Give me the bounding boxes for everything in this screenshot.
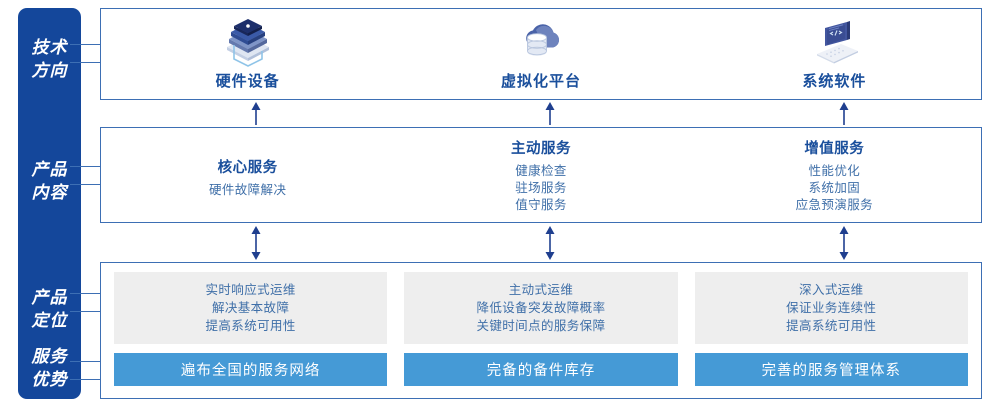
rail-label-line2: 方向 [31, 61, 68, 80]
connector-tech-bottom [70, 62, 102, 63]
rail-label-product-positioning: 产品 定位 [18, 286, 81, 332]
connector-position-bottom [70, 311, 102, 312]
positioning-line: 主动式运维 [508, 283, 574, 297]
arrow-up-system-software [839, 102, 849, 125]
advantage-bar-service-network[interactable]: 遍布全国的服务网络 [114, 353, 388, 386]
arrow-double-hardware [251, 226, 261, 260]
connector-advantage-bottom [70, 379, 102, 380]
server-stack-icon [226, 18, 269, 67]
content-item: 健康检查 [515, 163, 567, 178]
positioning-row: 实时响应式运维 解决基本故障 提高系统可用性 主动式运维 降低设备突发故障概率 … [114, 272, 968, 344]
rail-label-product-content: 产品 内容 [18, 158, 81, 204]
tech-caption-virtualization: 虚拟化平台 [500, 72, 581, 90]
connector-content-top [70, 166, 102, 167]
rail-label-line2: 优势 [31, 370, 68, 389]
advantage-bar-spare-parts[interactable]: 完备的备件库存 [404, 353, 678, 386]
arrow-double-system-software [839, 226, 849, 260]
positioning-line: 关键时间点的服务保障 [476, 319, 606, 333]
content-item: 硬件故障解决 [208, 182, 287, 197]
positioning-box-proactive[interactable]: 主动式运维 降低设备突发故障概率 关键时间点的服务保障 [404, 272, 678, 344]
content-item: 性能优化 [808, 163, 861, 178]
positioning-line: 实时响应式运维 [205, 283, 296, 297]
content-item: 驻场服务 [515, 180, 567, 195]
content-column-proactive-service[interactable]: 主动服务 健康检查 驻场服务 值守服务 [394, 128, 687, 222]
positioning-box-indepth[interactable]: 深入式运维 保证业务连续性 提高系统可用性 [694, 272, 968, 344]
rail-label-line1: 服务 [31, 347, 68, 366]
tech-caption-hardware: 硬件设备 [215, 72, 280, 90]
positioning-box-realtime[interactable]: 实时响应式运维 解决基本故障 提高系统可用性 [114, 272, 388, 344]
arrow-up-hardware [251, 102, 261, 125]
positioning-line: 深入式运维 [799, 283, 864, 297]
rail-label-line1: 产品 [31, 288, 68, 307]
positioning-line: 解决基本故障 [211, 301, 290, 315]
tech-column-system-software[interactable]: 系统软件 [688, 9, 981, 99]
content-item: 系统加固 [808, 180, 861, 195]
connector-position-top [70, 293, 102, 294]
rail-label-service-advantage: 服务 优势 [18, 345, 81, 391]
content-title-core: 核心服务 [217, 159, 278, 176]
positioning-line: 降低设备突发故障概率 [476, 301, 606, 315]
tech-caption-system-software: 系统软件 [802, 72, 867, 90]
connector-advantage-top [70, 361, 102, 362]
rail-label-line2: 定位 [31, 311, 68, 330]
category-rail: 技术 方向 产品 内容 产品 定位 服务 优势 [18, 8, 81, 399]
product-content-panel: 核心服务 硬件故障解决 主动服务 健康检查 驻场服务 值守服务 增值服务 性能优… [100, 127, 982, 223]
positioning-advantage-panel: 实时响应式运维 解决基本故障 提高系统可用性 主动式运维 降低设备突发故障概率 … [100, 262, 982, 399]
tech-direction-panel: 硬件设备 虚拟化平台 [100, 8, 982, 100]
tech-column-hardware[interactable]: 硬件设备 [101, 9, 394, 99]
content-column-value-added-service[interactable]: 增值服务 性能优化 系统加固 应急预演服务 [688, 128, 981, 222]
laptop-code-icon [817, 20, 859, 63]
cloud-database-icon [526, 23, 559, 56]
rail-label-tech-direction: 技术 方向 [18, 36, 81, 82]
connector-content-bottom [70, 184, 102, 185]
content-title-value-added: 增值服务 [804, 140, 865, 157]
tech-column-virtualization[interactable]: 虚拟化平台 [394, 9, 687, 99]
positioning-line: 提高系统可用性 [786, 319, 877, 333]
content-item: 值守服务 [515, 197, 567, 212]
positioning-line: 提高系统可用性 [205, 319, 296, 333]
rail-label-line1: 产品 [31, 160, 68, 179]
content-title-proactive: 主动服务 [510, 140, 571, 157]
arrow-up-virtualization [545, 102, 555, 125]
positioning-line: 保证业务连续性 [786, 301, 877, 315]
arrow-double-virtualization [545, 226, 555, 260]
rail-label-line1: 技术 [31, 38, 68, 57]
rail-label-line2: 内容 [31, 183, 68, 202]
content-item: 应急预演服务 [795, 197, 874, 212]
advantage-bar-management-system[interactable]: 完善的服务管理体系 [694, 353, 968, 386]
content-column-core-service[interactable]: 核心服务 硬件故障解决 [101, 128, 394, 222]
advantage-row: 遍布全国的服务网络 完备的备件库存 完善的服务管理体系 [114, 353, 968, 386]
connector-tech-top [70, 44, 102, 45]
